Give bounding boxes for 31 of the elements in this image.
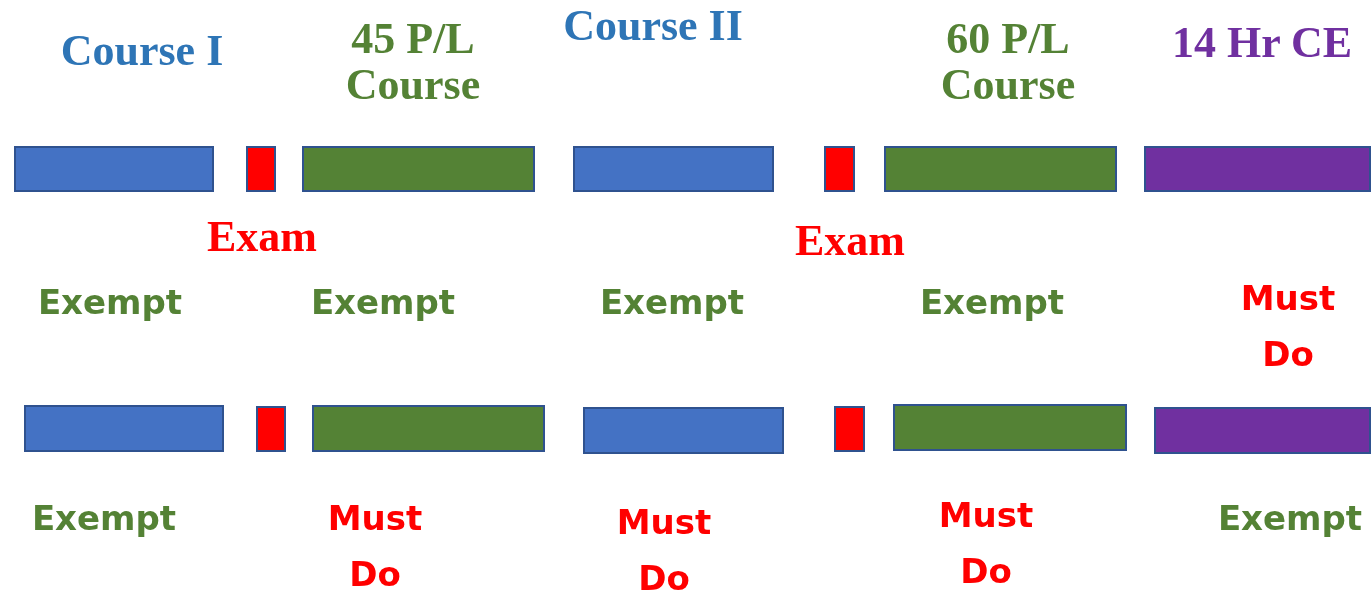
status-label: Exempt — [598, 281, 746, 324]
course-bar — [312, 405, 545, 452]
course-heading: 45 P/L Course — [344, 16, 482, 108]
status-label: Must Do — [1239, 277, 1337, 376]
status-label: Exempt — [309, 281, 457, 324]
status-label: Exempt — [30, 497, 178, 540]
course-heading: 60 P/L Course — [939, 16, 1077, 108]
exam-bar — [256, 406, 286, 452]
course-heading: Course II — [562, 3, 744, 49]
course-heading: Course I — [59, 28, 225, 74]
exam-bar — [824, 146, 855, 192]
course-bar — [893, 404, 1127, 451]
exam-label: Exam — [794, 218, 906, 264]
status-label: Must Do — [615, 501, 713, 595]
status-label: Must Do — [937, 494, 1035, 593]
course-bar — [302, 146, 535, 192]
course-bar — [1154, 407, 1371, 454]
course-heading: 14 Hr CE — [1170, 20, 1354, 66]
course-bar — [573, 146, 774, 192]
course-bar — [24, 405, 224, 452]
exam-label: Exam — [206, 214, 318, 260]
course-bar — [1144, 146, 1371, 192]
course-bar — [884, 146, 1117, 192]
exam-bar — [246, 146, 276, 192]
course-bar — [583, 407, 784, 454]
status-label: Exempt — [1216, 497, 1364, 540]
status-label: Exempt — [918, 281, 1066, 324]
status-label: Must Do — [326, 497, 424, 595]
course-bar — [14, 146, 214, 192]
status-label: Exempt — [36, 281, 184, 324]
exam-bar — [834, 406, 865, 452]
